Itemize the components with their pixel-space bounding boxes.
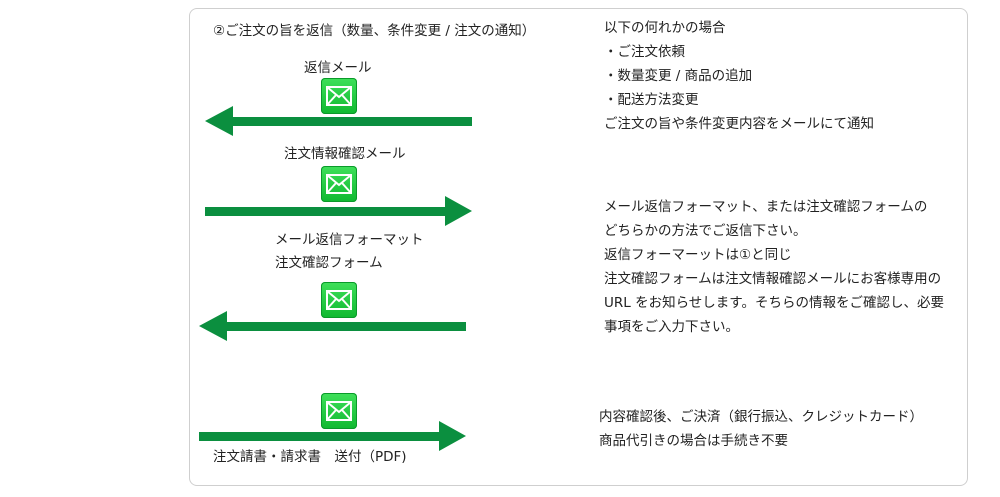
mail-icon [321, 78, 357, 114]
note-line: 注文確認フォームは注文情報確認メールにお客様専用の [604, 271, 942, 287]
flow-label-order-confirm-form: 注文確認フォーム [275, 255, 383, 271]
mail-icon [321, 393, 357, 429]
note-line: 返信フォーマーットは①と同じ [604, 247, 792, 263]
note-payment: 内容確認後、ご決済（銀行振込、クレジットカード） 商品代引きの場合は手続き不要 [599, 405, 923, 453]
flow-label-order-info-mail: 注文情報確認メール [284, 146, 406, 162]
note-line: 以下の何れかの場合 [604, 20, 726, 36]
note-line: ・数量変更 / 商品の追加 [604, 68, 753, 84]
diagram-frame [189, 8, 968, 486]
note-line: ご注文の旨や条件変更内容をメールにて通知 [604, 116, 874, 132]
arrow-left-icon [205, 106, 472, 136]
mail-icon [321, 282, 357, 318]
note-line: URL をお知らせします。そちらの情報をご確認し、必要 [604, 295, 944, 311]
flow-label-reply-mail: 返信メール [304, 60, 372, 76]
note-line: どちらかの方法でご返信下さい。 [604, 223, 807, 239]
note-line: ・配送方法変更 [604, 92, 699, 108]
flow-label-reply-format: メール返信フォーマット [275, 232, 424, 248]
note-reply-method: メール返信フォーマット、または注文確認フォームの どちらかの方法でご返信下さい。… [604, 195, 944, 339]
diagram-title: ②ご注文の旨を返信（数量、条件変更 / 注文の通知） [213, 23, 536, 39]
mail-icon [321, 166, 357, 202]
note-order-notification: 以下の何れかの場合 ・ご注文依頼 ・数量変更 / 商品の追加 ・配送方法変更 ご… [604, 16, 874, 136]
arrow-right-icon [205, 196, 472, 226]
note-line: 内容確認後、ご決済（銀行振込、クレジットカード） [599, 409, 923, 425]
note-line: メール返信フォーマット、または注文確認フォームの [604, 199, 928, 215]
arrow-left-icon [199, 311, 466, 341]
note-line: 商品代引きの場合は手続き不要 [599, 433, 788, 449]
arrow-right-icon [199, 421, 466, 451]
note-line: ・ご注文依頼 [604, 44, 685, 60]
flow-label-invoice-pdf: 注文請書・請求書 送付（PDF) [213, 449, 407, 465]
note-line: 事項をご入力下さい。 [604, 319, 739, 335]
